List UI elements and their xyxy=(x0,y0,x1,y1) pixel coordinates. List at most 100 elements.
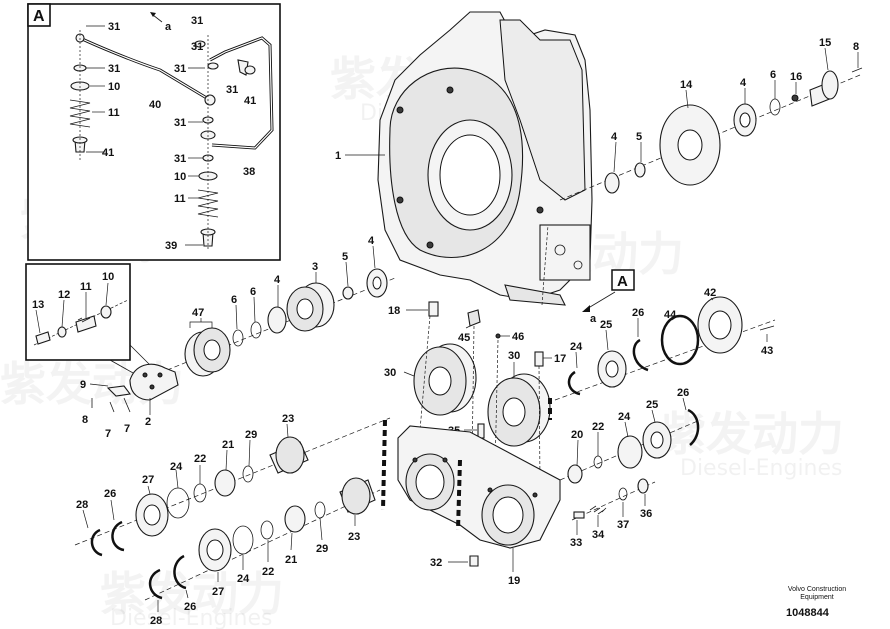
svg-text:30: 30 xyxy=(508,350,520,362)
svg-text:10: 10 xyxy=(108,81,120,93)
svg-text:3: 3 xyxy=(312,261,318,273)
svg-text:26: 26 xyxy=(677,387,689,399)
svg-text:5: 5 xyxy=(342,251,348,263)
inset-frame-a: A xyxy=(27,3,281,261)
svg-text:10: 10 xyxy=(174,171,186,183)
svg-text:紫发动力: 紫发动力 xyxy=(660,407,844,461)
inset-frame-b: 13 12 11 10 xyxy=(25,263,151,379)
svg-text:Diesel-Engines: Diesel-Engines xyxy=(110,606,273,629)
svg-text:47: 47 xyxy=(192,307,204,319)
svg-text:20: 20 xyxy=(571,429,583,441)
svg-text:22: 22 xyxy=(592,421,604,433)
lower-housing-part-19: 19 32 xyxy=(381,398,561,587)
svg-text:41: 41 xyxy=(102,147,114,159)
svg-text:17: 17 xyxy=(554,353,566,365)
upper-shaft-assembly: 15 8 14 4 6 16 4 5 xyxy=(559,37,863,201)
svg-text:7: 7 xyxy=(105,428,111,440)
svg-text:a: a xyxy=(590,313,597,325)
svg-text:23: 23 xyxy=(282,413,294,425)
svg-text:11: 11 xyxy=(174,193,186,205)
svg-text:30: 30 xyxy=(384,367,396,379)
svg-text:46: 46 xyxy=(512,331,524,343)
svg-text:31: 31 xyxy=(191,41,203,53)
svg-text:5: 5 xyxy=(636,131,642,143)
svg-text:26: 26 xyxy=(632,307,644,319)
svg-text:31: 31 xyxy=(226,84,238,96)
svg-text:24: 24 xyxy=(170,461,183,473)
svg-text:31: 31 xyxy=(174,153,186,165)
svg-text:27: 27 xyxy=(212,586,224,598)
svg-text:39: 39 xyxy=(165,240,177,252)
svg-text:42: 42 xyxy=(704,287,716,299)
svg-text:4: 4 xyxy=(611,131,618,143)
footer-company: Volvo Construction Equipment xyxy=(787,586,847,601)
svg-text:12: 12 xyxy=(58,289,70,301)
section-marker-a: A a xyxy=(541,224,635,325)
svg-text:31: 31 xyxy=(174,63,186,75)
svg-text:24: 24 xyxy=(237,573,250,585)
right-lower-assembly: 20 22 24 25 26 33 34 37 36 xyxy=(559,387,701,549)
svg-text:29: 29 xyxy=(245,429,257,441)
svg-text:8: 8 xyxy=(853,41,859,53)
right-bearing-assembly: 24 25 26 44 42 43 xyxy=(554,287,776,401)
svg-text:4: 4 xyxy=(368,235,375,247)
inset-a-parts: a xyxy=(69,12,274,250)
svg-text:15: 15 xyxy=(819,37,831,49)
svg-text:38: 38 xyxy=(243,166,255,178)
svg-text:11: 11 xyxy=(108,107,120,119)
svg-text:6: 6 xyxy=(250,286,256,298)
svg-text:13: 13 xyxy=(32,299,44,311)
svg-text:a: a xyxy=(165,21,172,33)
svg-text:37: 37 xyxy=(617,519,629,531)
svg-text:19: 19 xyxy=(508,575,520,587)
inset-tag: A xyxy=(33,8,45,25)
inset-a-labels: 31 31 31 31 10 11 41 40 31 31 41 31 31 1… xyxy=(102,15,256,252)
svg-text:25: 25 xyxy=(600,319,612,331)
svg-text:32: 32 xyxy=(430,557,442,569)
svg-text:11: 11 xyxy=(80,281,92,293)
svg-text:27: 27 xyxy=(142,474,154,486)
svg-text:41: 41 xyxy=(244,95,256,107)
svg-text:24: 24 xyxy=(570,341,583,353)
input-shaft-assembly: 47 6 6 4 3 5 4 xyxy=(129,235,396,401)
footer-doc-number: 1048844 xyxy=(786,607,829,619)
svg-text:22: 22 xyxy=(262,566,274,578)
svg-text:Diesel-Engines: Diesel-Engines xyxy=(680,456,843,481)
svg-text:26: 26 xyxy=(104,488,116,500)
bracket-parts: 9 8 7 7 2 xyxy=(80,379,151,440)
svg-text:4: 4 xyxy=(740,77,747,89)
svg-text:31: 31 xyxy=(108,21,120,33)
svg-text:21: 21 xyxy=(285,554,297,566)
svg-text:8: 8 xyxy=(82,414,88,426)
svg-text:紫发动力: 紫发动力 xyxy=(100,567,284,621)
svg-text:14: 14 xyxy=(680,79,693,91)
svg-text:28: 28 xyxy=(76,499,88,511)
svg-text:24: 24 xyxy=(618,411,631,423)
svg-text:44: 44 xyxy=(664,309,677,321)
svg-text:34: 34 xyxy=(592,529,605,541)
svg-text:16: 16 xyxy=(790,71,802,83)
svg-text:31: 31 xyxy=(108,63,120,75)
svg-text:A: A xyxy=(617,273,628,290)
svg-text:26: 26 xyxy=(184,601,196,613)
svg-text:7: 7 xyxy=(124,423,130,435)
svg-text:1: 1 xyxy=(335,150,341,162)
svg-text:23: 23 xyxy=(348,531,360,543)
svg-text:18: 18 xyxy=(388,305,400,317)
svg-text:10: 10 xyxy=(102,271,114,283)
svg-text:28: 28 xyxy=(150,615,162,627)
svg-text:40: 40 xyxy=(149,99,161,111)
svg-text:36: 36 xyxy=(640,508,652,520)
svg-text:21: 21 xyxy=(222,439,234,451)
center-parts: 18 45 46 17 30 30 35 xyxy=(384,301,566,481)
svg-text:9: 9 xyxy=(80,379,86,391)
left-lower-assembly-2: 28 26 27 24 22 21 29 23 xyxy=(144,477,381,627)
svg-text:31: 31 xyxy=(174,117,186,129)
svg-text:4: 4 xyxy=(274,274,281,286)
left-lower-assembly-1: 28 26 27 24 22 21 29 23 xyxy=(74,413,391,557)
svg-text:2: 2 xyxy=(145,416,151,428)
svg-text:43: 43 xyxy=(761,345,773,357)
svg-text:6: 6 xyxy=(770,69,776,81)
